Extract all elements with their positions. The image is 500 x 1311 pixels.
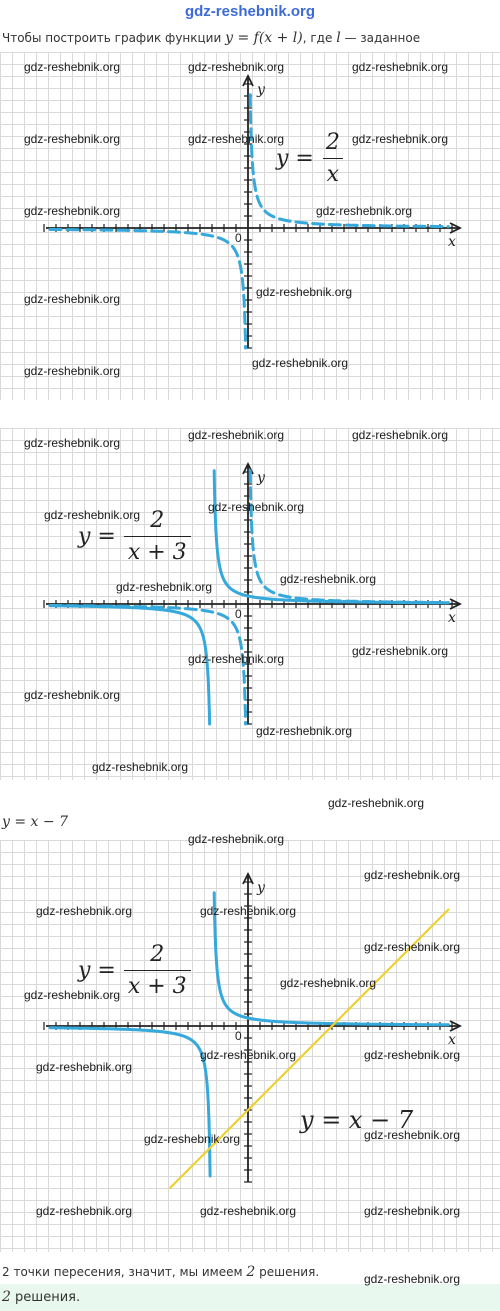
watermark: gdz-reshebnik.org — [280, 976, 377, 990]
graph-3-svg: x y 0 — [43, 871, 463, 1189]
graph-2-formula-lhs: y = — [78, 524, 116, 549]
watermark: gdz-reshebnik.org — [256, 285, 353, 299]
origin-label: 0 — [235, 231, 242, 245]
y-axis-arrow — [242, 73, 254, 87]
line-equation-label: y = x − 7 — [2, 814, 68, 830]
graph-2-formula-denominator: x + 3 — [123, 536, 191, 565]
intro-middle: , где — [302, 31, 337, 45]
site-header-watermark: gdz-reshebnik.org — [184, 3, 315, 20]
answer-suffix: решения. — [10, 1290, 81, 1305]
graph-1-svg: x y 0 — [43, 73, 463, 350]
x-axis-arrow — [449, 1020, 463, 1032]
origin-label: 0 — [235, 1029, 242, 1043]
intro-text: Чтобы построить график функции y = f(x +… — [2, 30, 420, 46]
watermark: gdz-reshebnik.org — [352, 644, 449, 658]
conclusion-prefix: 2 точки пересения, значит, мы имеем — [2, 1265, 247, 1279]
watermark: gdz-reshebnik.org — [188, 832, 285, 846]
intro-suffix: — заданное — [340, 31, 421, 45]
watermark: gdz-reshebnik.org — [188, 132, 285, 146]
watermark: gdz-reshebnik.org — [24, 292, 121, 306]
watermark: gdz-reshebnik.org — [352, 428, 449, 442]
watermark: gdz-reshebnik.org — [200, 1204, 297, 1218]
graph-panel-1: x y 0 y = 2 x — [0, 52, 500, 400]
watermark: gdz-reshebnik.org — [24, 60, 121, 74]
watermark: gdz-reshebnik.org — [352, 60, 449, 74]
series-2--x-3--curve — [212, 469, 450, 605]
graph-1-formula: y = 2 x — [276, 130, 344, 187]
x-axis-arrow — [449, 222, 463, 234]
watermark: gdz-reshebnik.org — [364, 868, 461, 882]
y-axis-label: y — [256, 470, 266, 486]
x-axis-arrow — [449, 598, 463, 610]
watermark: gdz-reshebnik.org — [36, 1060, 133, 1074]
watermark: gdz-reshebnik.org — [208, 500, 305, 514]
watermark: gdz-reshebnik.org — [316, 204, 413, 218]
watermark: gdz-reshebnik.org — [24, 688, 121, 702]
graph-2-formula: y = 2 x + 3 — [78, 508, 191, 565]
graph-3-formula-lhs: y = — [78, 958, 116, 983]
watermark: gdz-reshebnik.org — [36, 904, 133, 918]
graph-3-formula-denominator: x + 3 — [123, 970, 191, 999]
y-axis-label: y — [256, 880, 266, 896]
graph-1-formula-numerator: 2 — [325, 130, 340, 155]
series-x-7-curve — [169, 908, 450, 1189]
watermark: gdz-reshebnik.org — [24, 364, 121, 378]
graph-3-formula: y = 2 x + 3 — [78, 942, 191, 999]
watermark: gdz-reshebnik.org — [24, 988, 121, 1002]
watermark: gdz-reshebnik.org — [116, 580, 213, 594]
watermark: gdz-reshebnik.org — [256, 724, 353, 738]
conclusion-text: 2 точки пересения, значит, мы имеем 2 ре… — [2, 1264, 319, 1280]
watermark: gdz-reshebnik.org — [252, 356, 349, 370]
series-2--x-3--curve — [212, 891, 450, 1027]
watermark: gdz-reshebnik.org — [200, 1048, 297, 1062]
graph-3-formula-numerator: 2 — [150, 942, 165, 967]
watermark: gdz-reshebnik.org — [364, 940, 461, 954]
series-2-x-curve — [48, 228, 248, 350]
graph-1-formula-denominator: x — [322, 158, 344, 187]
watermark: gdz-reshebnik.org — [92, 760, 189, 774]
x-axis-label: x — [448, 1032, 456, 1048]
watermark: gdz-reshebnik.org — [328, 796, 425, 810]
answer-count: 2 — [2, 1289, 11, 1305]
watermark: gdz-reshebnik.org — [24, 132, 121, 146]
intro-formula: y = f(x + l) — [225, 30, 303, 46]
watermark: gdz-reshebnik.org — [280, 572, 377, 586]
graph-3-line-formula: y = x − 7 — [300, 1106, 414, 1134]
graph-panel-2: x y 0 y = 2 x + 3 — [0, 428, 500, 780]
intro-var: l — [336, 30, 341, 46]
watermark: gdz-reshebnik.org — [24, 436, 121, 450]
series-2-x-curve — [248, 93, 450, 229]
x-axis-label: x — [448, 234, 456, 250]
graph-2-formula-numerator: 2 — [150, 508, 165, 533]
y-axis-label: y — [256, 82, 266, 98]
origin-label: 0 — [235, 607, 242, 621]
conclusion-suffix: решения. — [255, 1265, 320, 1279]
watermark: gdz-reshebnik.org — [364, 1204, 461, 1218]
conclusion-count: 2 — [246, 1264, 256, 1280]
watermark: gdz-reshebnik.org — [188, 428, 285, 442]
x-axis-label: x — [448, 610, 456, 626]
watermark: gdz-reshebnik.org — [364, 1272, 461, 1286]
watermark: gdz-reshebnik.org — [188, 60, 285, 74]
graph-panel-3: x y 0 y = 2 x + 3 y = x − 7 — [0, 840, 500, 1252]
graph-2-svg: x y 0 — [43, 461, 463, 726]
answer-box: 2 решения. — [0, 1284, 500, 1311]
watermark: gdz-reshebnik.org — [44, 508, 141, 522]
watermark: gdz-reshebnik.org — [352, 132, 449, 146]
watermark: gdz-reshebnik.org — [36, 1204, 133, 1218]
series-2--x-3--curve — [48, 604, 212, 726]
series-2--x-3--curve — [48, 1026, 212, 1178]
watermark: gdz-reshebnik.org — [364, 1128, 461, 1142]
graph-1-formula-lhs: y = — [276, 146, 314, 171]
intro-prefix: Чтобы построить график функции — [2, 31, 226, 45]
watermark: gdz-reshebnik.org — [188, 652, 285, 666]
y-axis-arrow — [242, 871, 254, 885]
watermark: gdz-reshebnik.org — [24, 204, 121, 218]
watermark: gdz-reshebnik.org — [364, 1048, 461, 1062]
watermark: gdz-reshebnik.org — [200, 904, 297, 918]
watermark: gdz-reshebnik.org — [144, 1132, 241, 1146]
